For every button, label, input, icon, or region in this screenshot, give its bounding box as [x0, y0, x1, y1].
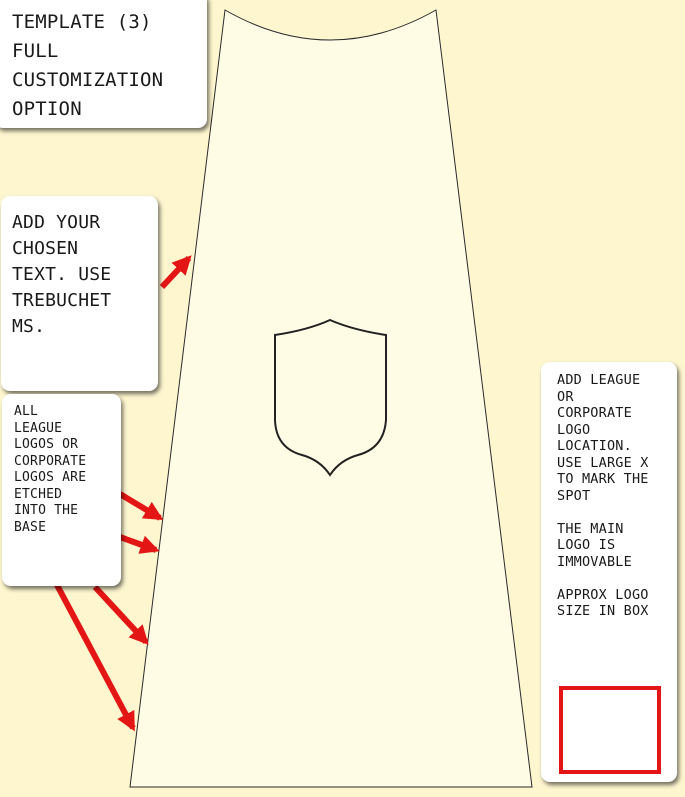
- arrow-icon: [159, 255, 192, 290]
- arrow-icon: [118, 491, 164, 521]
- etched-logos-note: ALL LEAGUE LOGOS OR CORPORATE LOGOS ARE …: [2, 394, 121, 586]
- arrow-icon: [54, 583, 136, 732]
- arrow-icon: [92, 584, 149, 645]
- shield-icon: [274, 318, 387, 477]
- trophy-base-outline: [129, 9, 533, 788]
- logo-size-box: [559, 686, 661, 774]
- template-option-note: TEMPLATE (3) FULL CUSTOMIZATION OPTION: [0, 0, 207, 128]
- pointer-arrows: [54, 255, 192, 732]
- arrow-icon: [118, 534, 160, 554]
- add-text-note: ADD YOUR CHOSEN TEXT. USE TREBUCHET MS.: [1, 196, 158, 391]
